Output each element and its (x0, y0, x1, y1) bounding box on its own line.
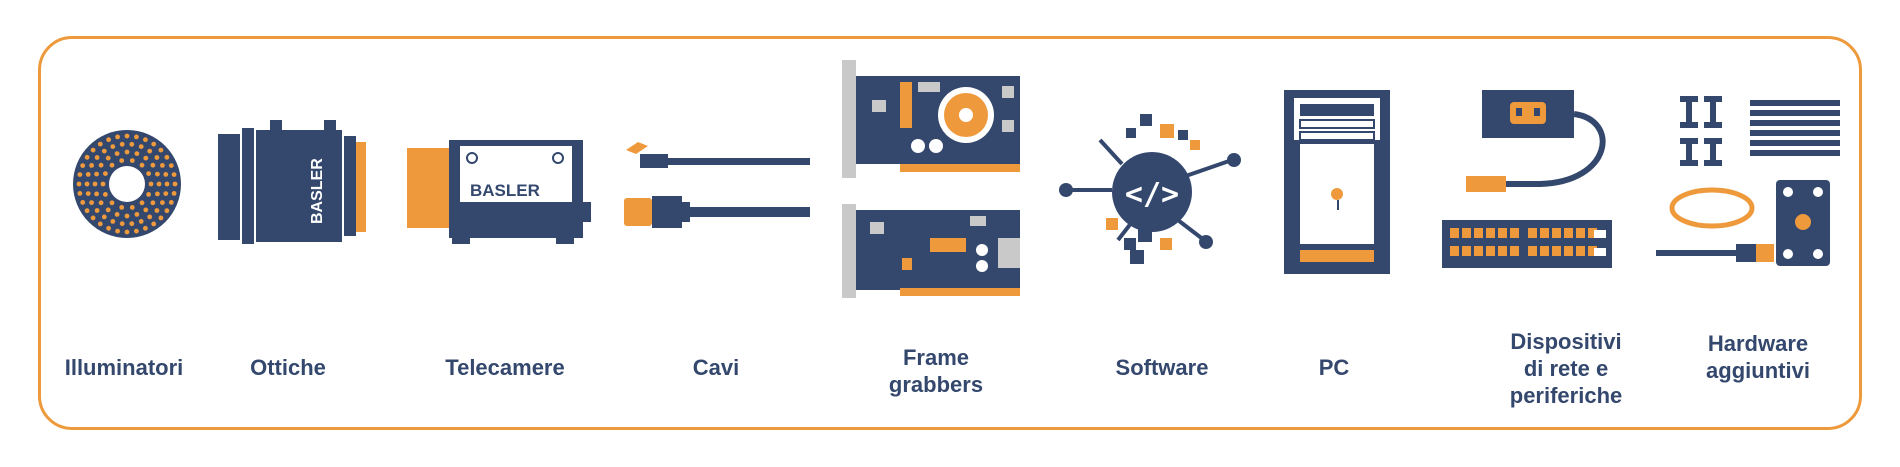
label-line: periferiche (1509, 383, 1623, 408)
label-dispositivi: Dispositivi di rete e periferiche (1510, 328, 1623, 409)
label-line: Cavi (692, 355, 740, 380)
camera-icon: BASLER (407, 140, 591, 244)
label-illuminatori: Illuminatori (65, 354, 184, 381)
label-line: aggiuntivi (1706, 358, 1810, 383)
label-line: Frame (902, 345, 970, 370)
label-line: grabbers (888, 372, 984, 397)
label-frame-grabbers: Frame grabbers (889, 344, 983, 398)
label-line: Hardware (1707, 331, 1809, 356)
label-pc: PC (1319, 354, 1350, 381)
label-cavi: Cavi (693, 354, 739, 381)
label-line: di rete e (1523, 356, 1609, 381)
category-frame (38, 36, 1862, 430)
label-line: Dispositivi (1510, 329, 1622, 354)
label-software: Software (1116, 354, 1209, 381)
label-hardware: Hardware aggiuntivi (1706, 330, 1810, 384)
svg-text:BASLER: BASLER (309, 158, 326, 224)
mounting-hardware-icon (1656, 96, 1840, 266)
svg-text:</>: </> (1125, 177, 1179, 212)
cable-icon (624, 142, 810, 228)
label-line: PC (1318, 355, 1350, 380)
label-ottiche: Ottiche (250, 354, 326, 381)
lens-icon: BASLER (218, 120, 366, 244)
label-line: Software (1115, 355, 1209, 380)
svg-text:BASLER: BASLER (470, 181, 540, 200)
label-line: Illuminatori (64, 355, 184, 380)
label-line: Telecamere (445, 355, 565, 380)
network-switch-icon (1442, 90, 1612, 268)
label-line: Ottiche (250, 355, 326, 380)
label-telecamere: Telecamere (445, 354, 564, 381)
pc-tower-icon (1284, 90, 1390, 274)
code-icon: </> (1059, 114, 1241, 264)
frame-grabber-card-icon (842, 60, 1020, 298)
ring-light-icon (73, 130, 181, 238)
